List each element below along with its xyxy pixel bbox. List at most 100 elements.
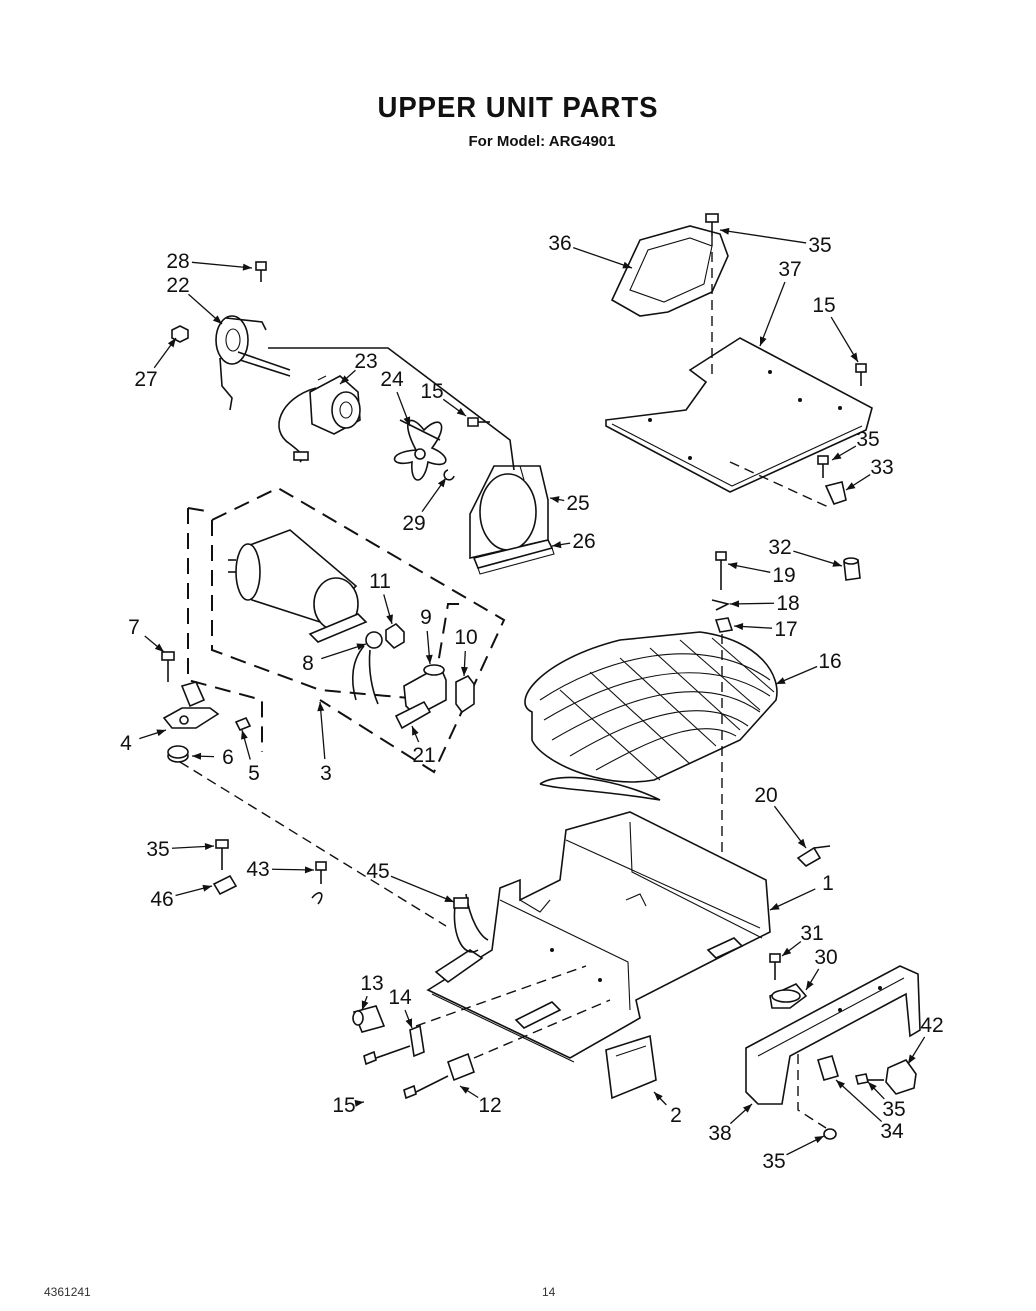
screw-35-panel <box>817 455 829 478</box>
bracket-10 <box>455 674 475 714</box>
callout-17: 17 <box>733 618 798 641</box>
callout-number: 35 <box>808 234 831 257</box>
overload-8 <box>351 631 383 705</box>
callout-38: 38 <box>708 1103 753 1145</box>
callout-12: 12 <box>459 1085 502 1117</box>
callout-28: 28 <box>166 250 253 273</box>
arrowhead <box>832 560 842 567</box>
callout-21: 21 <box>411 725 436 767</box>
plug-13 <box>352 1005 386 1033</box>
arrowhead <box>437 478 446 488</box>
callout-15: 15 <box>332 1094 365 1117</box>
callout-number: 33 <box>870 456 893 479</box>
callout-number: 36 <box>548 232 571 255</box>
arrowhead <box>444 895 454 902</box>
arrowhead <box>728 562 738 570</box>
model-subtitle: For Model: ARG4901 <box>468 133 616 150</box>
callout-number: 15 <box>332 1094 355 1117</box>
callout-number: 5 <box>248 762 260 785</box>
leader-line <box>759 281 786 347</box>
cap-32 <box>843 557 861 581</box>
callout-9: 9 <box>420 606 433 665</box>
callout-number: 22 <box>166 274 189 297</box>
callout-number: 6 <box>222 746 234 769</box>
callout-42: 42 <box>907 1014 944 1065</box>
callout-number: 42 <box>920 1014 943 1037</box>
arrowhead <box>460 1086 470 1094</box>
callout-number: 15 <box>420 380 443 403</box>
callout-number: 17 <box>774 618 797 641</box>
screw-15-panel <box>855 363 867 386</box>
callout-35: 35 <box>146 838 215 861</box>
callout-number: 25 <box>566 492 589 515</box>
arrowhead <box>456 407 466 416</box>
callout-8: 8 <box>302 643 367 675</box>
callout-34: 34 <box>835 1079 904 1143</box>
knob-34 <box>817 1055 839 1081</box>
callout-35: 35 <box>719 227 832 257</box>
arrowhead <box>552 541 562 549</box>
callout-27: 27 <box>134 337 177 391</box>
arrowhead <box>654 1092 663 1101</box>
callout-number: 30 <box>814 946 837 969</box>
callout-6: 6 <box>191 746 234 769</box>
callout-number: 35 <box>146 838 169 861</box>
callout-43: 43 <box>246 858 315 881</box>
screw-19 <box>715 551 727 590</box>
callout-37: 37 <box>759 258 802 347</box>
arrowhead <box>868 1082 877 1091</box>
control-bracket-38 <box>745 965 921 1105</box>
mount-bracket-4 <box>162 681 220 729</box>
callout-number: 23 <box>354 350 377 373</box>
callout-number: 11 <box>369 570 391 593</box>
arrowhead <box>797 838 806 848</box>
leader-line <box>319 701 326 760</box>
arrowhead <box>403 416 411 426</box>
switch-12 <box>403 1052 475 1100</box>
callout-number: 7 <box>128 616 140 639</box>
callout-31: 31 <box>781 922 824 957</box>
callout-number: 31 <box>800 922 823 945</box>
screw-15-lower <box>363 1045 411 1066</box>
fan-shroud-22 <box>215 315 291 411</box>
callout-7: 7 <box>128 616 165 653</box>
arrowhead <box>622 261 632 269</box>
arrowhead <box>386 614 393 624</box>
control-board-2 <box>605 1034 657 1100</box>
arrowhead <box>550 496 560 504</box>
callout-26: 26 <box>551 530 596 553</box>
callout-number: 8 <box>302 652 314 675</box>
callout-22: 22 <box>166 274 223 325</box>
arrowhead <box>776 677 786 684</box>
bracket-14 <box>409 1024 425 1058</box>
callout-number: 16 <box>818 650 841 673</box>
callout-number: 34 <box>880 1120 904 1143</box>
arrowhead <box>340 375 350 384</box>
page-number: 14 <box>542 1285 556 1299</box>
callout-35: 35 <box>867 1081 906 1121</box>
callout-number: 35 <box>762 1150 785 1173</box>
top-panel-37 <box>605 337 873 493</box>
callout-number: 37 <box>778 258 801 281</box>
callout-number: 43 <box>246 858 269 881</box>
callout-number: 3 <box>320 762 332 785</box>
fan-gasket-26 <box>472 539 555 575</box>
leader-line <box>573 246 633 269</box>
callout-number: 4 <box>120 732 132 755</box>
callout-35: 35 <box>762 1135 825 1173</box>
cord-20 <box>796 845 831 867</box>
callout-15: 15 <box>812 294 859 363</box>
callout-23: 23 <box>339 350 378 385</box>
callout-number: 26 <box>572 530 595 553</box>
callout-13: 13 <box>360 972 384 1011</box>
screw-31 <box>769 953 781 980</box>
callout-46: 46 <box>150 884 213 911</box>
arrowhead <box>760 336 767 346</box>
callout-number: 12 <box>478 1094 501 1117</box>
spacer-5 <box>234 716 252 732</box>
callout-1: 1 <box>769 872 834 911</box>
arrowhead <box>354 1099 364 1107</box>
arrowhead <box>361 1000 369 1010</box>
